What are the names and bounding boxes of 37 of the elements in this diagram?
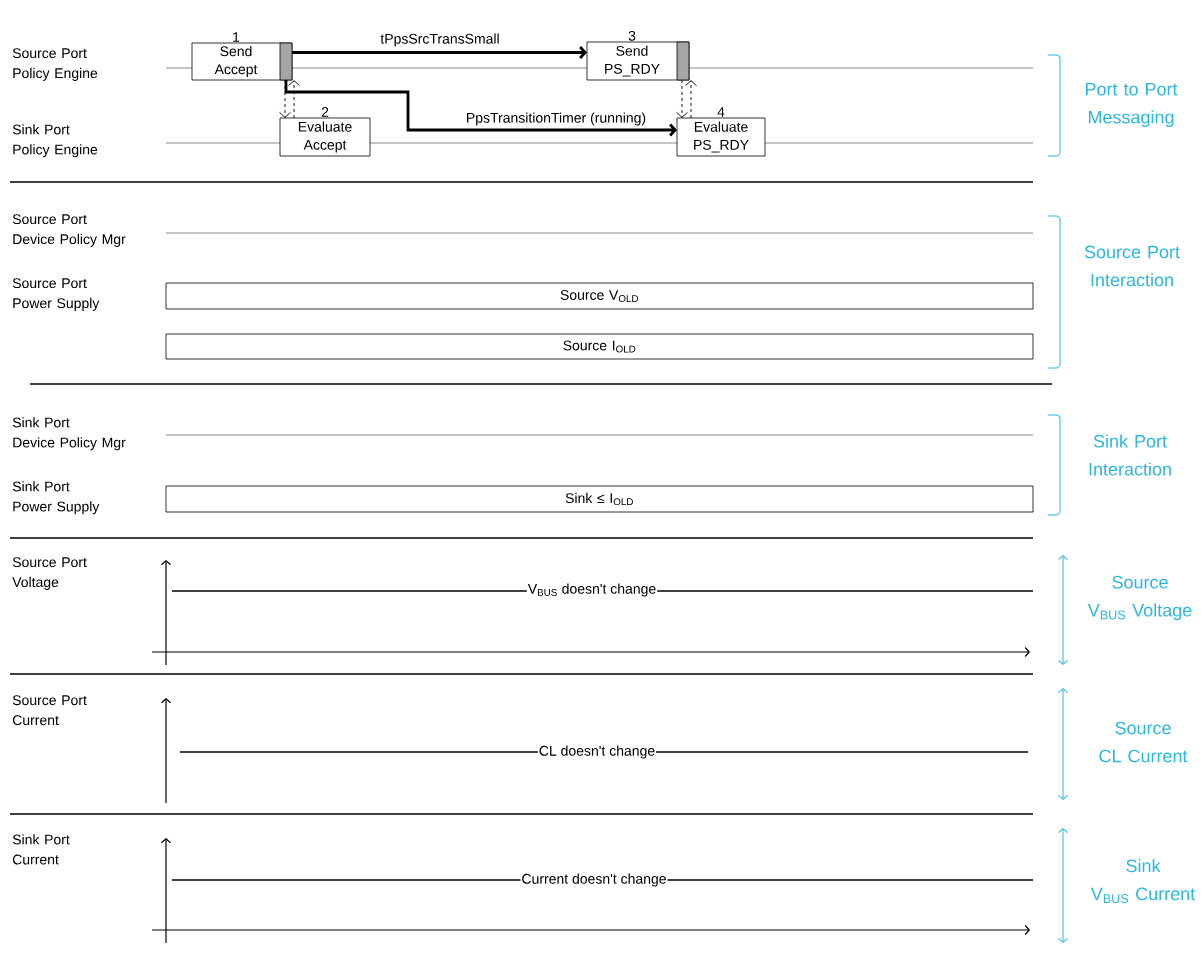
edge-label: tPpsSrcTransSmall (379, 32, 501, 48)
process-box: Evaluate Accept (279, 117, 371, 157)
group-label: Source CL Current (1099, 721, 1188, 763)
arrow (685, 80, 697, 119)
row-label: Source Port Power Supply (12, 278, 100, 311)
process-box: Send Accept (191, 42, 293, 81)
step-number: 2 (321, 107, 329, 117)
signal-label: Current doesn't change (520, 872, 668, 888)
row-label: Sink Port Power Supply (12, 481, 100, 515)
arrow (676, 79, 688, 118)
arrow (292, 46, 587, 59)
step-number: 3 (628, 30, 636, 41)
arrow (284, 80, 677, 137)
timing-bar: Source V$_{OLD}$ (165, 282, 1034, 310)
row-label: Sink Port Policy Engine (12, 124, 98, 158)
signal-label: CL doesn't change (537, 744, 657, 760)
row-label: Source Port Voltage (12, 557, 87, 590)
group-label: Port to Port Messaging (1085, 82, 1178, 128)
row-label: Sink Port Current (12, 834, 70, 865)
edge-label: PpsTransitionTimer (running) (464, 111, 648, 127)
group-label: Source Port Interaction (1084, 245, 1180, 287)
step-number: 4 (717, 107, 725, 117)
process-box: Send PS_RDY (586, 41, 690, 81)
arrow (288, 80, 300, 119)
timing-bar: Source I$_{OLD}$ (165, 333, 1034, 360)
signal-label: V$_{BUS}$ doesn't change (526, 582, 658, 598)
row-label: Source Port Current (12, 695, 87, 726)
row-label: Source Port Device Policy Mgr (12, 214, 126, 247)
row-label: Source Port Policy Engine (12, 48, 98, 81)
group-label: Sink V$_{BUS}$ Current (1090, 859, 1196, 903)
step-number: 1 (233, 32, 240, 42)
row-label: Sink Port Device Policy Mgr (12, 417, 126, 451)
process-box: Evaluate PS_RDY (676, 117, 766, 157)
group-label: Source V$_{BUS}$ Voltage (1087, 575, 1192, 621)
group-label: Sink Port Interaction (1089, 434, 1171, 476)
timing-bar: Sink ≤ I$_{OLD}$ (165, 485, 1034, 513)
arrow (279, 79, 291, 118)
